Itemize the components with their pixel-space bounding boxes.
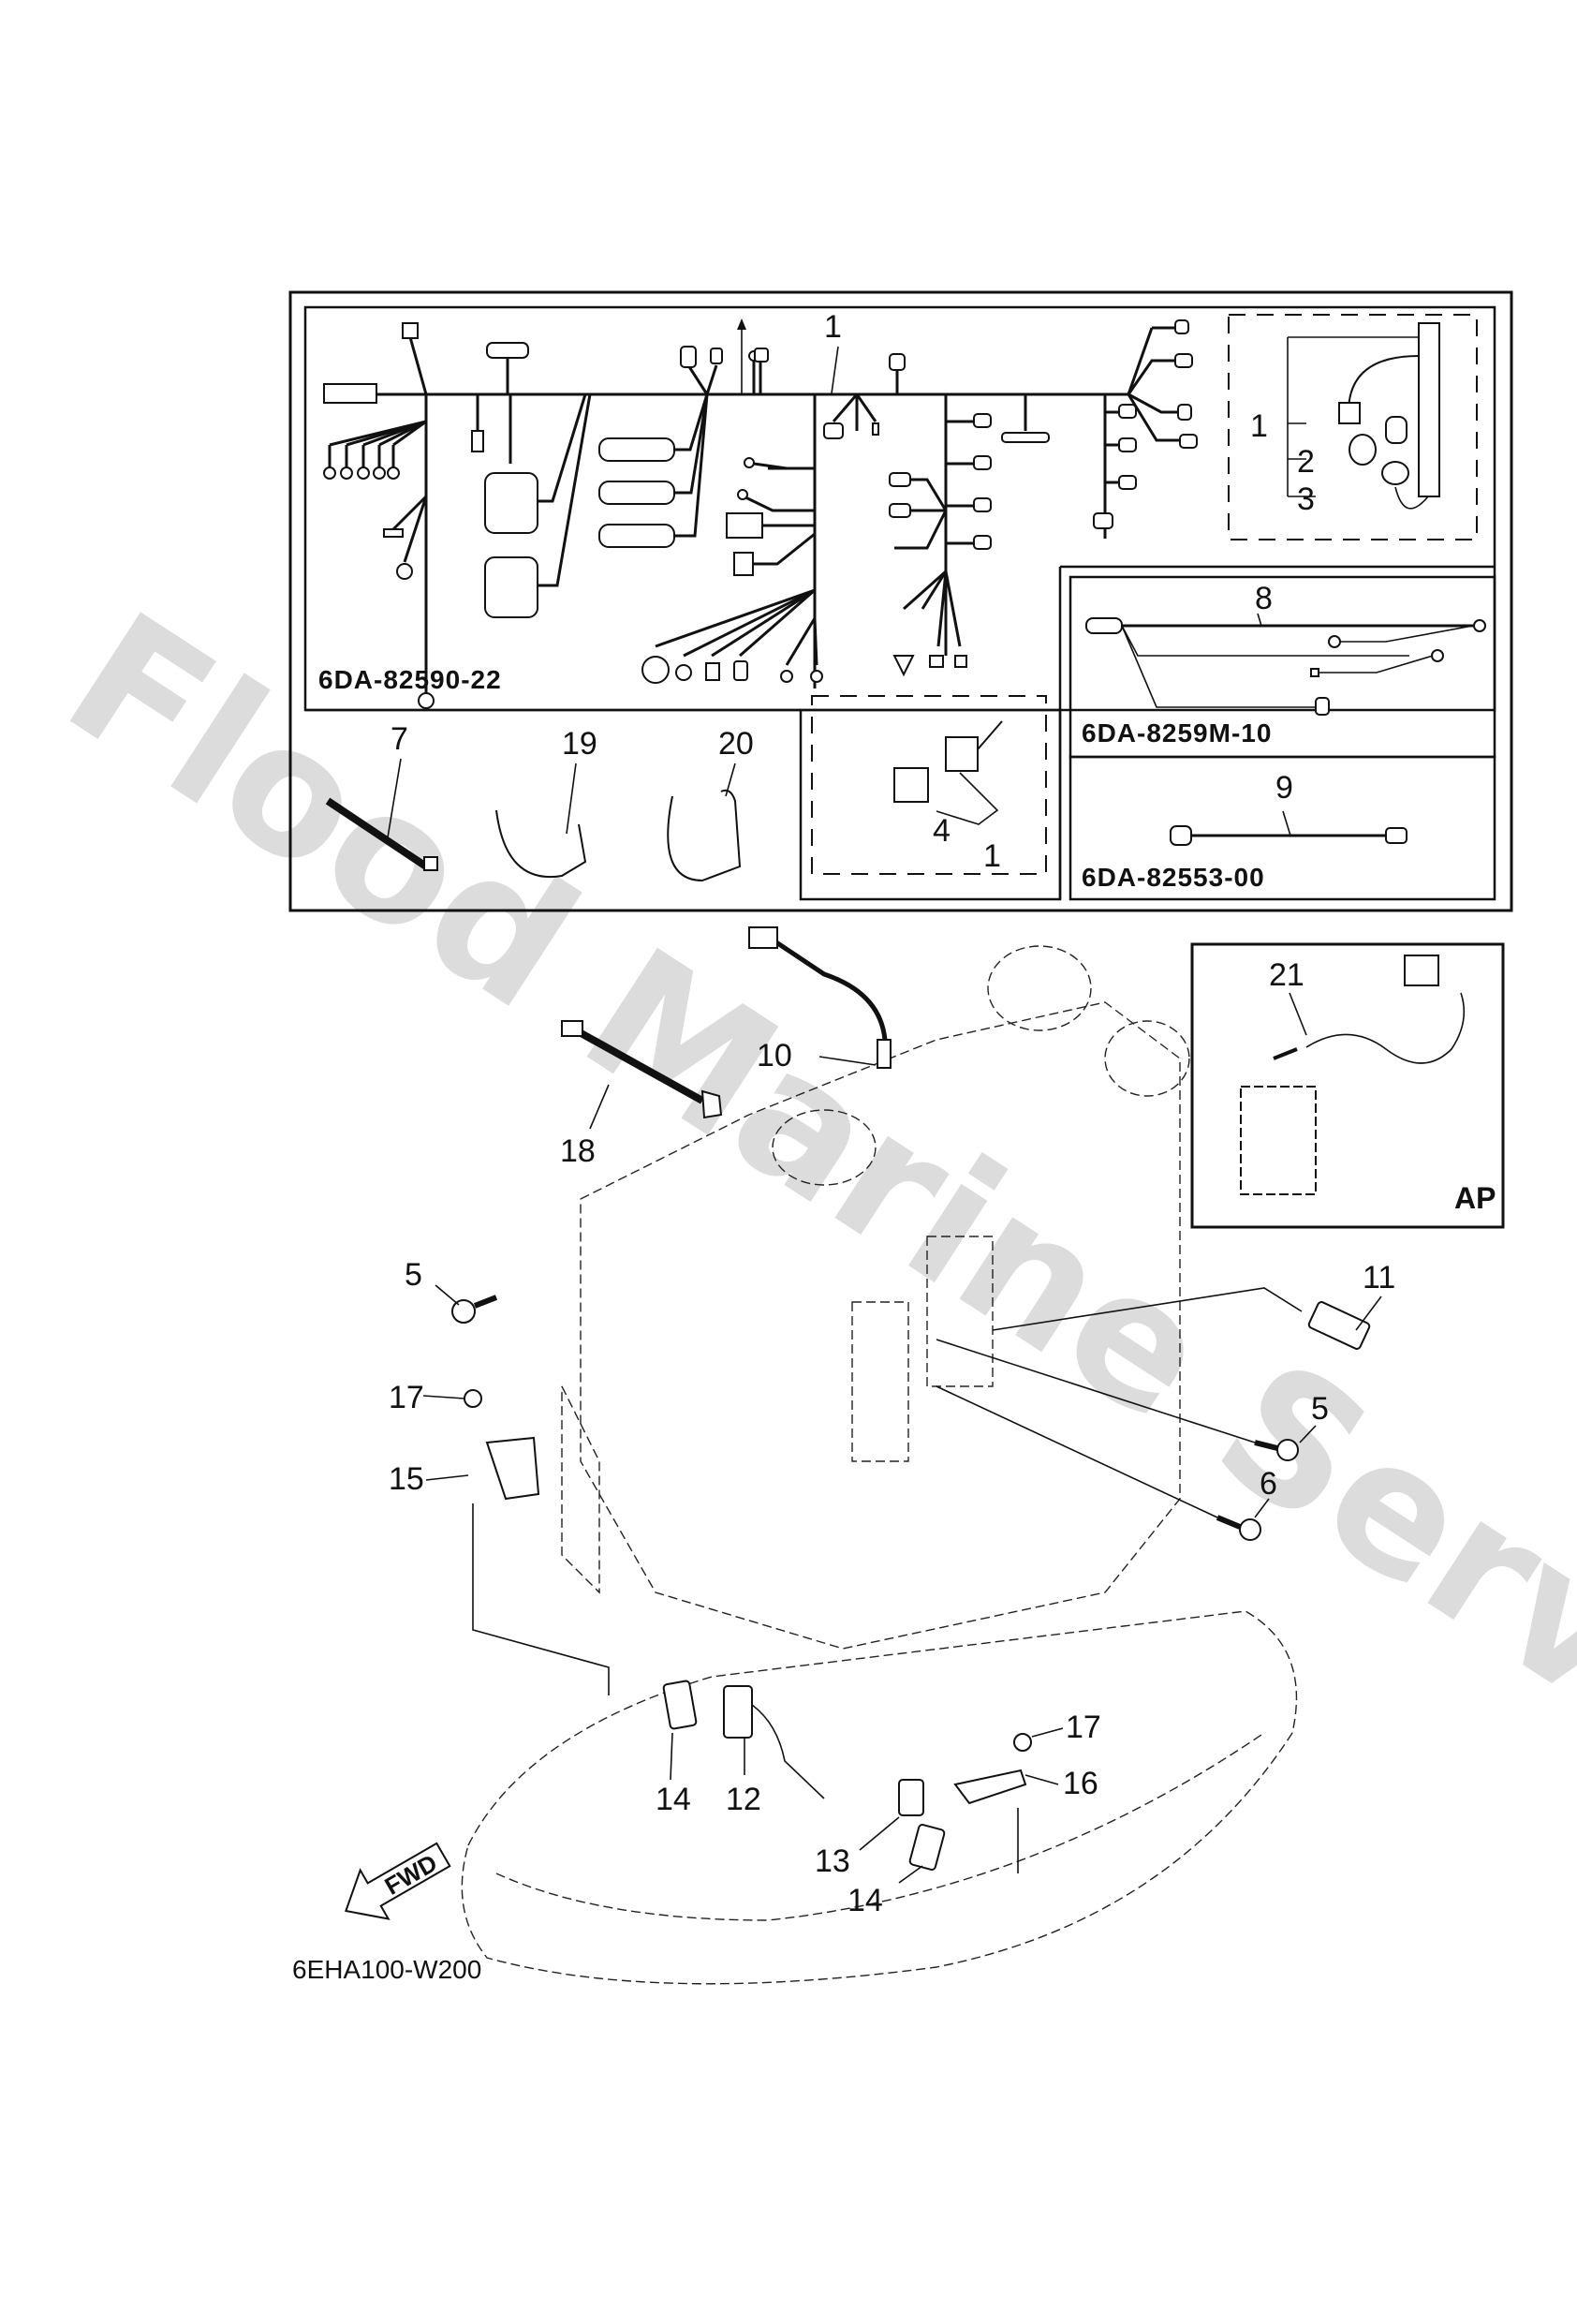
part-number-main-harness: 6DA-82590-22 — [318, 665, 502, 694]
switch-12-icon — [723, 1685, 753, 1739]
grommet-14-icon — [662, 1680, 698, 1730]
callout-1: 1 — [824, 309, 842, 345]
callout-14-left: 14 — [656, 1782, 691, 1817]
outer-frame — [288, 290, 1513, 912]
watermark: Flood Marine Services — [33, 573, 1577, 1955]
clamp-19-icon — [495, 809, 587, 879]
fwd-arrow: FWD — [345, 1842, 451, 1920]
connector-icon — [323, 383, 377, 404]
callout-19: 19 — [562, 726, 597, 762]
forward-arrow-icon — [345, 1842, 451, 1920]
callout-21: 21 — [1269, 957, 1304, 993]
callout-10: 10 — [757, 1038, 792, 1073]
callout-14-right: 14 — [847, 1883, 883, 1918]
watermark-text: Flood Marine Services — [33, 573, 1577, 1955]
connector-4-icon — [893, 767, 929, 803]
ap-label: AP — [1454, 1181, 1496, 1215]
bracket-15-icon — [485, 1436, 540, 1501]
part-number-sub-harness-9: 6DA-82553-00 — [1082, 863, 1265, 892]
main-wire-harness: 1 6DA-82590-22 — [318, 309, 1198, 709]
callout-17-right: 17 — [1066, 1710, 1101, 1745]
ap-option-panel: 21 AP — [1190, 942, 1505, 1229]
callout-8: 8 — [1255, 581, 1273, 616]
callout-detail-1: 1 — [1250, 408, 1268, 444]
sub-harness-9: 9 6DA-82553-00 — [1082, 770, 1408, 892]
engine-illustration — [461, 945, 1298, 1985]
callout-detail-2: 2 — [1297, 444, 1315, 480]
callout-5-left: 5 — [405, 1257, 422, 1293]
clamp-20-icon — [667, 789, 742, 882]
bottom-cowling — [461, 1610, 1298, 1985]
callout-9: 9 — [1275, 770, 1293, 806]
callout-5-right: 5 — [1311, 1391, 1329, 1427]
sensor-11-icon — [1307, 1301, 1371, 1350]
callout-15: 15 — [389, 1461, 424, 1497]
flywheel-hub-icon — [772, 1109, 877, 1186]
small-terminals — [323, 445, 400, 480]
callout-6: 6 — [1260, 1466, 1277, 1502]
callout-20: 20 — [718, 726, 754, 762]
callout-11: 11 — [1363, 1260, 1395, 1295]
sub-harness-9-panel — [1069, 755, 1496, 901]
switch-13-icon — [898, 1779, 924, 1816]
callout-detail-3: 3 — [1297, 481, 1315, 517]
callout-12: 12 — [726, 1782, 761, 1817]
engine-callouts: 10 18 5 17 15 11 5 6 — [389, 926, 1395, 1918]
bolt-5-icon — [451, 1299, 476, 1324]
sub-harness-8: 8 6DA-8259M-10 — [1082, 581, 1486, 748]
connector-kit-panel — [799, 708, 1062, 901]
figure-reference: 6EHA100-W200 — [292, 1955, 481, 1984]
battery-icon — [1240, 1086, 1317, 1195]
ecu-connector-icon — [484, 472, 538, 534]
harness-detail-inset: 1 2 3 — [1228, 314, 1478, 540]
bolt-17-icon — [464, 1389, 482, 1408]
callout-17-left: 17 — [389, 1380, 424, 1415]
wire-sleeve-icon — [1418, 322, 1440, 497]
connector-kit: 4 1 — [811, 695, 1047, 875]
callout-18: 18 — [560, 1133, 596, 1169]
callout-7: 7 — [391, 721, 408, 757]
callout-kit-1: 1 — [983, 838, 1001, 874]
callout-16: 16 — [1063, 1766, 1098, 1801]
part-number-sub-harness-8: 6DA-8259M-10 — [1082, 718, 1272, 748]
holder-16-icon — [953, 1769, 1027, 1805]
accessories: 7 19 20 — [325, 721, 754, 882]
ecu-connector-icon — [484, 556, 538, 618]
connector-1-icon — [945, 736, 979, 772]
callout-13: 13 — [815, 1843, 850, 1879]
callout-4: 4 — [933, 813, 951, 849]
connector-21-icon — [1404, 955, 1439, 986]
top-parts-panel: 1 6DA-82590-22 1 2 3 — [288, 290, 1513, 912]
